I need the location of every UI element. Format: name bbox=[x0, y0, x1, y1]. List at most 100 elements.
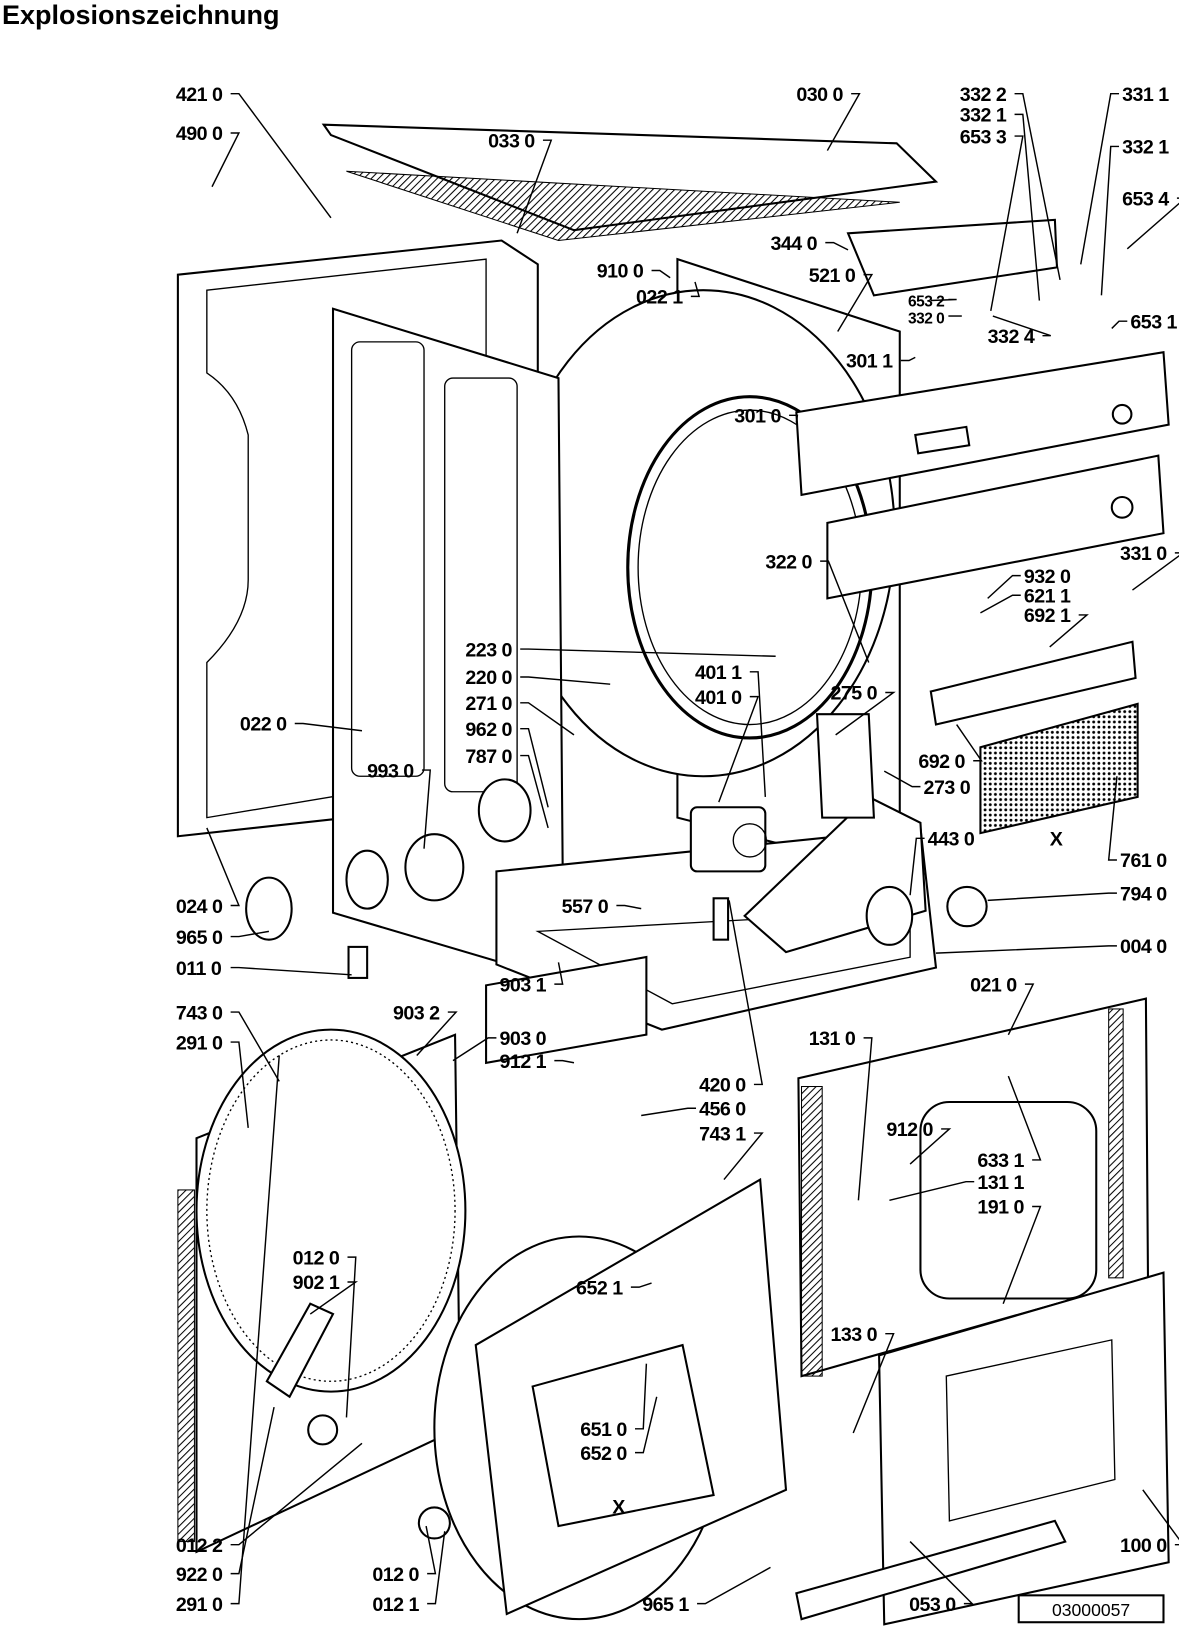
part-number-label: 653 2 bbox=[908, 294, 944, 311]
leader-line bbox=[1107, 776, 1118, 861]
leader-line bbox=[309, 1281, 359, 1315]
part-number-label: 521 0 bbox=[809, 265, 856, 287]
part-number-label: 331 0 bbox=[1120, 543, 1167, 565]
leader-line bbox=[857, 1037, 873, 1201]
part-number-label: 903 0 bbox=[500, 1028, 547, 1050]
leader-line bbox=[211, 132, 241, 188]
part-number-label: 100 0 bbox=[1120, 1535, 1167, 1557]
front-fascia bbox=[826, 454, 1165, 600]
part-number-label: 653 3 bbox=[960, 126, 1007, 148]
drawing-number-box bbox=[1017, 1594, 1165, 1624]
part-number-label: 271 0 bbox=[465, 693, 512, 715]
part-number-label: 331 1 bbox=[1122, 84, 1169, 106]
leader-line bbox=[635, 1363, 648, 1430]
part-number-label: 012 1 bbox=[372, 1594, 419, 1616]
part-number-label: 651 0 bbox=[580, 1419, 627, 1441]
part-number-label: 012 0 bbox=[372, 1564, 419, 1586]
leader-line bbox=[230, 1442, 363, 1546]
part-number-label: 291 0 bbox=[176, 1594, 223, 1616]
leader-line bbox=[421, 769, 432, 849]
part-number-label: 903 2 bbox=[393, 1002, 440, 1024]
leader-line bbox=[723, 1132, 764, 1181]
plinth bbox=[795, 1519, 1067, 1621]
leader-line bbox=[520, 754, 549, 829]
filter-cassette bbox=[979, 702, 1139, 835]
leader-line bbox=[230, 1055, 280, 1605]
heater bbox=[485, 955, 648, 1065]
leader-line bbox=[900, 356, 916, 362]
part-number-label: 652 0 bbox=[580, 1443, 627, 1465]
leader-line bbox=[697, 1566, 771, 1605]
part-number-label: 012 0 bbox=[293, 1247, 340, 1269]
leader-line bbox=[987, 892, 1117, 902]
part-number-label: 922 0 bbox=[176, 1564, 223, 1586]
leader-line bbox=[425, 1525, 437, 1575]
part-number-label: 030 0 bbox=[796, 84, 843, 106]
part-number-label: 962 0 bbox=[465, 719, 512, 741]
part-number-label: 743 0 bbox=[176, 1002, 223, 1024]
leader-line bbox=[992, 315, 1051, 337]
part-number-label: 794 0 bbox=[1120, 883, 1167, 905]
cap bbox=[245, 876, 293, 941]
leader-line bbox=[1007, 983, 1035, 1036]
part-number-label: 490 0 bbox=[176, 123, 223, 145]
leader-line bbox=[909, 1128, 952, 1165]
leader-line bbox=[789, 414, 799, 423]
part-number-label: 932 0 bbox=[1024, 566, 1071, 588]
part-number-label: 420 0 bbox=[699, 1075, 746, 1097]
leader-line bbox=[990, 135, 1024, 311]
leader-line bbox=[641, 1107, 697, 1117]
leader-line bbox=[520, 727, 549, 808]
part-number-label: 021 0 bbox=[970, 974, 1017, 996]
part-number-label: 633 1 bbox=[977, 1150, 1024, 1172]
leader-line bbox=[206, 827, 240, 907]
part-number-label: 787 0 bbox=[465, 746, 512, 768]
leader-line bbox=[1132, 552, 1179, 591]
part-number-label: 912 0 bbox=[886, 1119, 933, 1141]
part-number-label: 344 0 bbox=[770, 233, 817, 255]
leader-line bbox=[909, 837, 925, 896]
part-number-label: 421 0 bbox=[176, 84, 223, 106]
part-number-label: 301 0 bbox=[734, 406, 781, 428]
page-title: Explosionszeichnung bbox=[2, 0, 280, 30]
part-number-label: 004 0 bbox=[1120, 936, 1167, 958]
leader-line bbox=[883, 770, 921, 788]
part-number-label: 220 0 bbox=[465, 667, 512, 689]
leader-line bbox=[718, 695, 760, 803]
part-number-label: 743 1 bbox=[699, 1123, 746, 1145]
lid-gasket bbox=[346, 170, 900, 242]
leader-line bbox=[230, 1011, 280, 1082]
leader-line bbox=[230, 92, 332, 219]
leader-line bbox=[520, 676, 611, 685]
leader-line bbox=[749, 671, 767, 797]
part-number-label: 291 0 bbox=[176, 1032, 223, 1054]
part-number-label: 133 0 bbox=[830, 1324, 877, 1346]
leader-line bbox=[852, 1332, 895, 1434]
part-number-label: 131 1 bbox=[977, 1172, 1024, 1194]
part-number-label: 275 0 bbox=[830, 683, 877, 705]
leader-line bbox=[1080, 92, 1120, 265]
leader-line bbox=[909, 1541, 974, 1605]
leader-line bbox=[825, 241, 849, 251]
leader-line bbox=[520, 648, 776, 658]
control-board bbox=[846, 218, 1059, 297]
leader-line bbox=[980, 594, 1021, 614]
part-number-label: 456 0 bbox=[699, 1098, 746, 1120]
seal-ring bbox=[946, 885, 988, 928]
part-number-label: 965 1 bbox=[642, 1594, 689, 1616]
part-number-label: 301 1 bbox=[846, 351, 893, 373]
leader-line bbox=[1014, 113, 1041, 301]
leader-line bbox=[1049, 614, 1089, 648]
part-number-label: 401 0 bbox=[695, 687, 742, 709]
leader-line bbox=[630, 1282, 652, 1288]
part-number-label: 912 1 bbox=[500, 1051, 547, 1073]
door bbox=[878, 1271, 1170, 1626]
part-number-label: 443 0 bbox=[928, 829, 975, 851]
part-number-label: 332 1 bbox=[1122, 137, 1169, 159]
part-number-label: 653 1 bbox=[1130, 311, 1177, 333]
leader-line bbox=[956, 724, 983, 762]
part-number-label: 993 0 bbox=[367, 760, 414, 782]
part-number-label: 902 1 bbox=[293, 1272, 340, 1294]
leader-line bbox=[1002, 1205, 1042, 1304]
